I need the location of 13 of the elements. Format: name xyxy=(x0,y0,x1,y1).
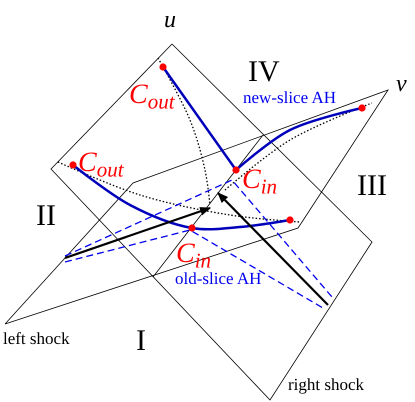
axis-label: v xyxy=(396,72,407,96)
curve-label: left shock xyxy=(3,330,70,347)
curve-label: new-slice AH xyxy=(243,89,336,106)
curve-label: right shock xyxy=(288,376,364,393)
region-label: III xyxy=(357,171,387,201)
axis-label: u xyxy=(164,8,176,32)
region-label: II xyxy=(36,201,56,231)
region-label: I xyxy=(136,326,146,356)
point-label: C$_{out}$ xyxy=(78,149,124,180)
point-label: C$_{out}$ xyxy=(129,81,175,112)
region-label: IV xyxy=(248,57,280,87)
curve-label: old-slice AH xyxy=(175,270,262,287)
point-label: C$_{in}$ xyxy=(242,166,278,198)
